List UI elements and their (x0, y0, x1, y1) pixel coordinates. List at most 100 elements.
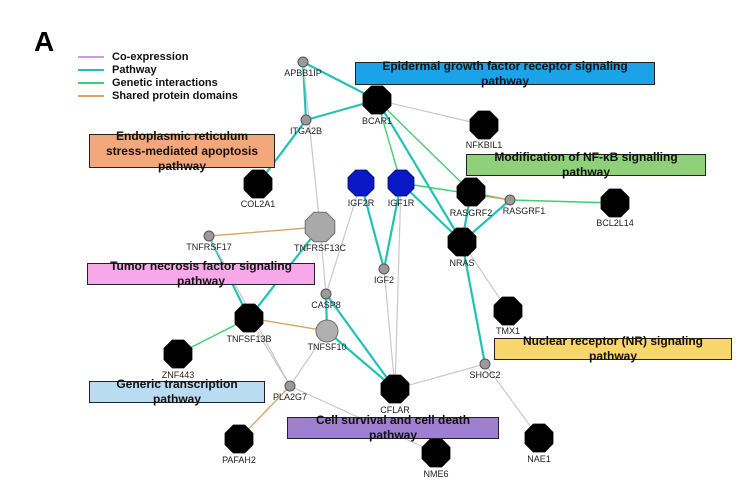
node-shape[interactable] (203, 230, 215, 242)
node-label: IGF2R (348, 198, 375, 208)
pathway-box-cell-survival: Cell survival and cell death pathway (287, 413, 499, 442)
edge-shoc2-nae1 (484, 363, 540, 439)
node-igf1r[interactable]: IGF1R (387, 169, 415, 208)
legend-swatch (78, 94, 104, 97)
node-col2a1[interactable]: COL2A1 (241, 169, 276, 209)
node-shape[interactable] (387, 169, 415, 197)
node-label: RASGRF1 (503, 206, 546, 216)
node-rasgrf1[interactable]: RASGRF1 (503, 194, 546, 216)
node-label: PAFAH2 (222, 455, 256, 465)
node-label: ITGA2B (290, 126, 322, 136)
legend-label: Pathway (112, 63, 157, 76)
node-shape[interactable] (456, 177, 486, 207)
edge-igf1r-cflar (394, 182, 402, 390)
node-shape[interactable] (504, 194, 516, 206)
node-shape[interactable] (243, 169, 273, 199)
node-label: NRAS (449, 258, 474, 268)
pathway-box-generic-transcription: Generic transcription pathway (89, 377, 265, 406)
panel-label: A (34, 26, 55, 57)
pathway-box-nfkb: Modification of NF-κB signalling pathway (466, 150, 706, 179)
node-shape[interactable] (524, 423, 554, 453)
node-casp8[interactable]: CASP8 (311, 288, 341, 310)
node-shape[interactable] (347, 169, 375, 197)
node-nae1[interactable]: NAE1 (524, 423, 554, 464)
edge-bcar1-nfkbil1 (376, 99, 485, 126)
node-shape[interactable] (479, 358, 491, 370)
edge-apbb1ip-tnfrsf13c (302, 61, 321, 228)
node-tnfsf13b[interactable]: TNFSF13B (226, 303, 272, 344)
node-shape[interactable] (163, 339, 193, 369)
node-bcar1[interactable]: BCAR1 (362, 85, 392, 126)
node-shape[interactable] (320, 288, 332, 300)
node-label: BCL2L14 (596, 218, 634, 228)
node-shape[interactable] (297, 56, 309, 68)
edge-bcar1-nras (376, 99, 463, 243)
legend: Co-expression Pathway Genetic interactio… (78, 50, 238, 102)
edge-nras-shoc2 (460, 241, 487, 365)
node-label: NFKBIL1 (466, 140, 503, 150)
node-label: CFLAR (380, 405, 410, 415)
node-rasgrf2[interactable]: RASGRF2 (450, 177, 493, 218)
node-shape[interactable] (234, 303, 264, 333)
node-label: TNFSF10 (307, 342, 346, 352)
node-label: CASP8 (311, 300, 341, 310)
node-shape[interactable] (284, 380, 296, 392)
legend-swatch (78, 55, 104, 58)
node-label: TNFSF13B (226, 334, 271, 344)
legend-label: Co-expression (112, 50, 189, 63)
node-shape[interactable] (421, 438, 451, 468)
pathway-box-egfr: Epidermal growth factor receptor signali… (355, 59, 655, 88)
edge-igf2r-casp8 (325, 182, 362, 295)
node-igf2r[interactable]: IGF2R (347, 169, 375, 208)
node-shape[interactable] (300, 114, 312, 126)
legend-item-domains: Shared protein domains (78, 89, 238, 102)
node-shape[interactable] (600, 188, 630, 218)
node-tnfsf10[interactable]: TNFSF10 (307, 319, 347, 352)
pathway-box-tnf: Tumor necrosis factor signaling pathway (87, 259, 315, 288)
node-shape[interactable] (380, 374, 410, 404)
edge-igf1r-rasgrf1 (400, 182, 511, 201)
node-apbb1ip[interactable]: APBB1IP (284, 56, 322, 78)
node-cflar[interactable]: CFLAR (380, 374, 410, 415)
node-shoc2[interactable]: SHOC2 (469, 358, 501, 380)
node-shape[interactable] (304, 211, 336, 243)
node-label: TNFRSF17 (186, 242, 232, 252)
node-tnfrsf17[interactable]: TNFRSF17 (186, 230, 232, 252)
node-znf443[interactable]: ZNF443 (162, 339, 195, 380)
node-tnfrsf13c[interactable]: TNFRSF13C (294, 211, 347, 253)
node-nme6[interactable]: NME6 (421, 438, 451, 479)
edge-tnfrsf17-tnfrsf13c (208, 226, 321, 237)
edge-rasgrf1-bcl2l14 (509, 199, 616, 204)
node-tmx1[interactable]: TMX1 (493, 296, 523, 336)
node-nfkbil1[interactable]: NFKBIL1 (466, 110, 503, 150)
node-pla2g7[interactable]: PLA2G7 (273, 380, 307, 402)
node-bcl2l14[interactable]: BCL2L14 (596, 188, 634, 228)
node-label: RASGRF2 (450, 208, 493, 218)
node-nras[interactable]: NRAS (447, 227, 477, 268)
node-shape[interactable] (315, 319, 339, 343)
node-label: TMX1 (496, 326, 520, 336)
edge-igf2r-igf2 (359, 182, 386, 270)
node-shape[interactable] (224, 424, 254, 454)
node-igf2[interactable]: IGF2 (374, 263, 394, 285)
legend-item-pathway: Pathway (78, 63, 238, 76)
node-label: ZNF443 (162, 370, 195, 380)
legend-swatch (78, 81, 104, 84)
node-shape[interactable] (493, 296, 523, 326)
legend-item-genetic: Genetic interactions (78, 76, 238, 89)
node-itga2b[interactable]: ITGA2B (290, 114, 322, 136)
node-label: SHOC2 (469, 370, 500, 380)
node-shape[interactable] (378, 263, 390, 275)
node-label: NME6 (423, 469, 448, 479)
node-label: APBB1IP (284, 68, 322, 78)
node-shape[interactable] (469, 110, 499, 140)
edge-bcar1-rasgrf2 (376, 99, 472, 193)
edge-igf1r-igf2 (382, 182, 403, 270)
legend-swatch (78, 68, 104, 71)
node-pafah2[interactable]: PAFAH2 (222, 424, 256, 465)
node-shape[interactable] (362, 85, 392, 115)
node-shape[interactable] (447, 227, 477, 257)
node-label: COL2A1 (241, 199, 276, 209)
node-label: IGF1R (388, 198, 415, 208)
